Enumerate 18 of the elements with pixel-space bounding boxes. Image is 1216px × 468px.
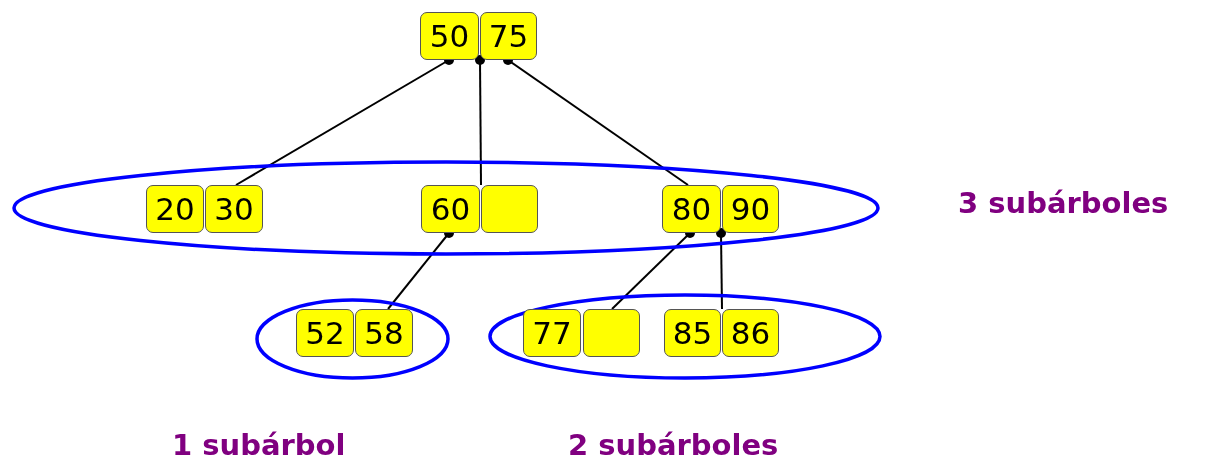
empty-key-cell [583,309,640,357]
subtree-count-label: 3 subárboles [958,186,1169,220]
connector-line [716,228,726,310]
key-cell: 20 [146,185,204,233]
key-cell: 52 [296,309,354,357]
subtree-count-label: 1 subárbol [172,428,346,462]
key-cell: 86 [722,309,779,357]
connector-line [475,55,485,186]
key-cell: 58 [355,309,413,357]
key-cell: 90 [722,185,779,233]
subtree-count-label: 2 subárboles [568,428,779,462]
key-cell: 60 [421,185,480,233]
key-cell: 50 [420,12,479,60]
key-cell: 77 [523,309,581,357]
key-cell: 85 [664,309,721,357]
key-cell: 80 [662,185,721,233]
key-cell: 30 [205,185,263,233]
key-cell: 75 [480,12,537,60]
